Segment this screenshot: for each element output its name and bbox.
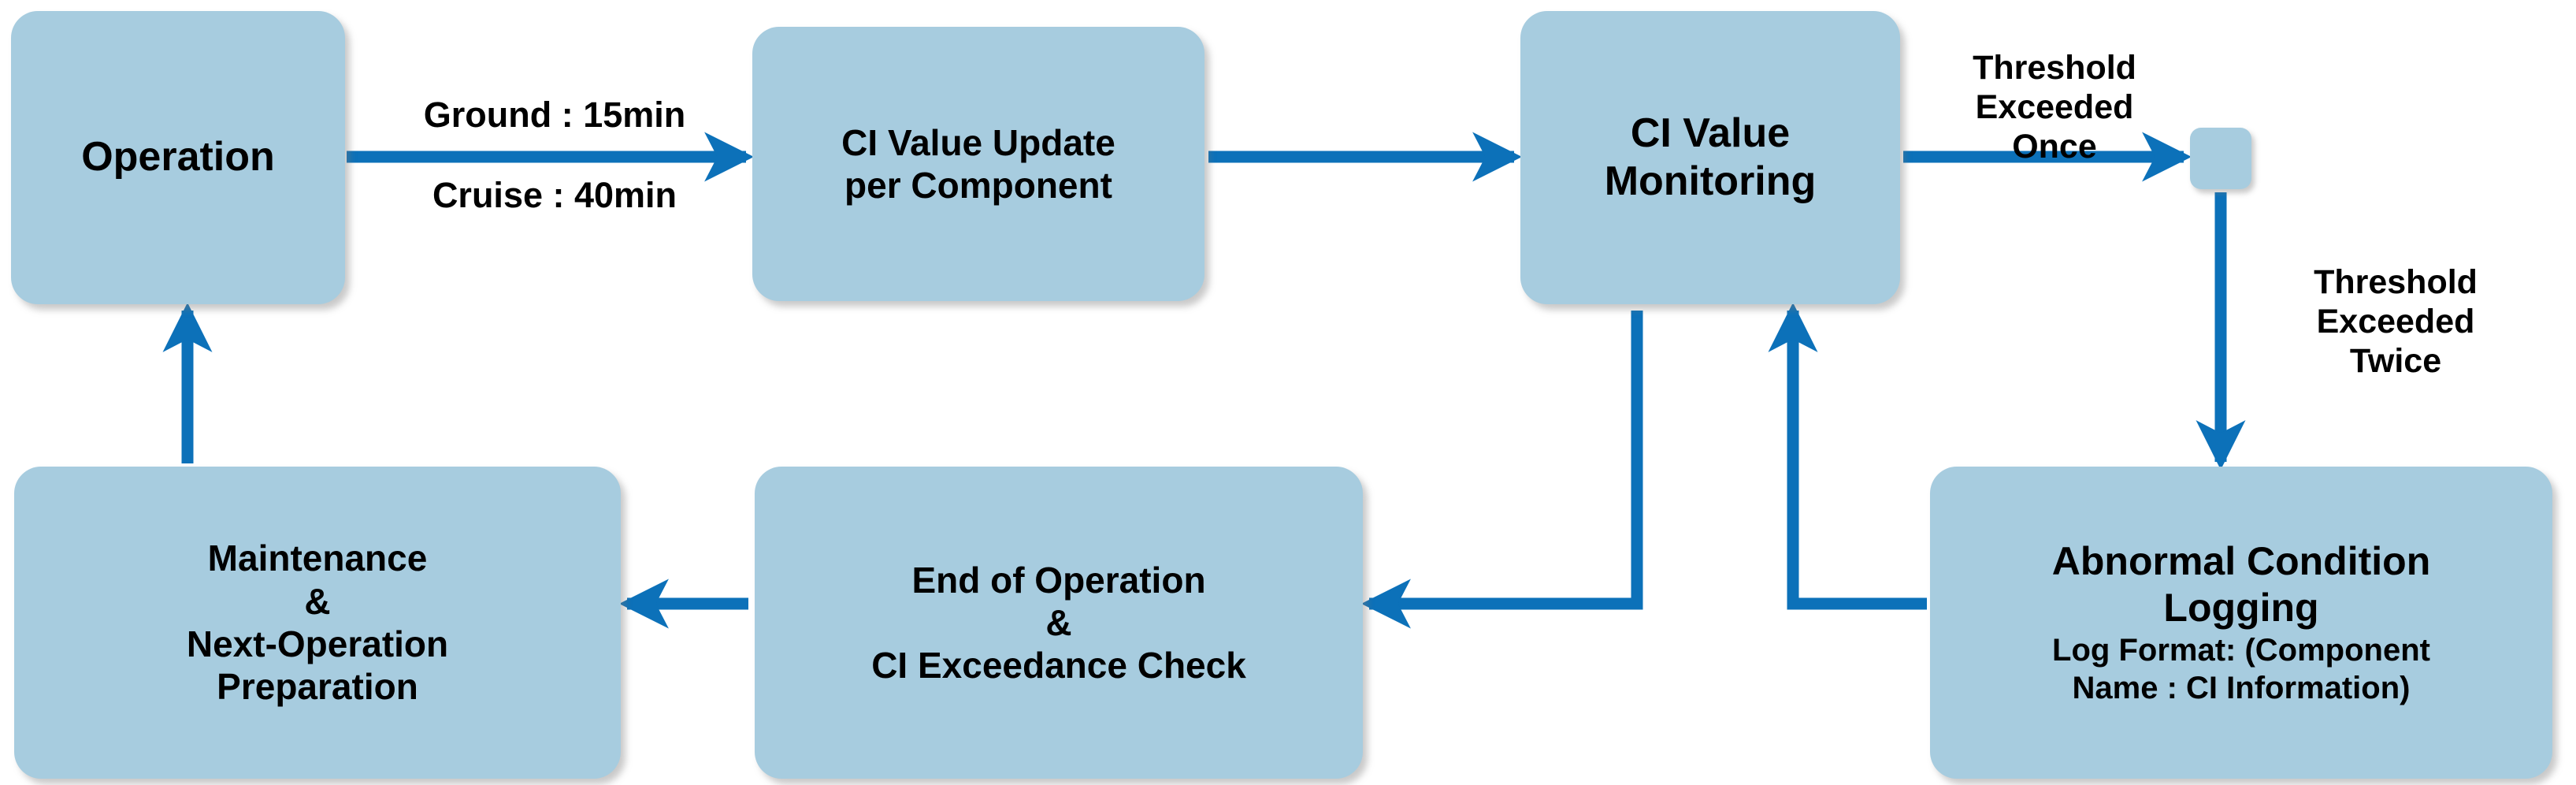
- node-maintenance-line-0: Maintenance: [207, 538, 428, 579]
- node-operation-line-0: Operation: [81, 134, 275, 180]
- node-maintenance-line-1: &: [304, 580, 331, 622]
- node-ci-value-update-line-0: CI Value Update: [841, 121, 1115, 163]
- node-ci-value-monitoring-line-0: CI Value: [1630, 110, 1791, 156]
- node-ci-value-monitoring-line-1: Monitoring: [1604, 158, 1817, 204]
- node-end-of-operation-line-2: CI Exceedance Check: [871, 645, 1246, 686]
- node-maintenance-line-3: Preparation: [217, 666, 418, 708]
- edge-ci-monitoring-to-end-op: [1360, 311, 1643, 629]
- node-threshold-once-marker[interactable]: [2190, 128, 2251, 189]
- node-end-of-operation-line-1: &: [1045, 601, 1072, 643]
- node-maintenance-line-2: Next-Operation: [186, 623, 449, 664]
- node-ci-value-update[interactable]: CI Value Update per Component: [752, 27, 1204, 301]
- node-end-of-operation-line-0: End of Operation: [911, 559, 1206, 601]
- node-abnormal-sub-line-1: Name : CI Information): [2072, 671, 2411, 705]
- edge-label-cruise: Cruise : 40min: [432, 175, 677, 215]
- node-end-of-operation[interactable]: End of Operation & CI Exceedance Check: [755, 467, 1363, 779]
- node-ci-value-monitoring[interactable]: CI Value Monitoring: [1520, 11, 1900, 304]
- edge-label-threshold-exceeded-twice: Threshold Exceeded Twice: [2314, 263, 2478, 380]
- edge-label-ground: Ground : 15min: [423, 95, 686, 135]
- edge-label-threshold-exceeded-once: Threshold Exceeded Once: [1973, 49, 2136, 166]
- node-operation[interactable]: Operation: [11, 11, 345, 304]
- edge-abnormal-to-ci-monitoring: [1768, 302, 1927, 610]
- node-abnormal-line-1: Logging: [2163, 586, 2319, 630]
- node-abnormal-condition-logging[interactable]: Abnormal Condition Logging Log Format: (…: [1930, 467, 2552, 779]
- node-abnormal-sub-line-0: Log Format: (Component: [2052, 633, 2430, 668]
- node-maintenance[interactable]: Maintenance & Next-Operation Preparation: [14, 467, 621, 779]
- node-ci-value-update-line-1: per Component: [844, 165, 1112, 206]
- node-abnormal-line-0: Abnormal Condition: [2051, 539, 2431, 583]
